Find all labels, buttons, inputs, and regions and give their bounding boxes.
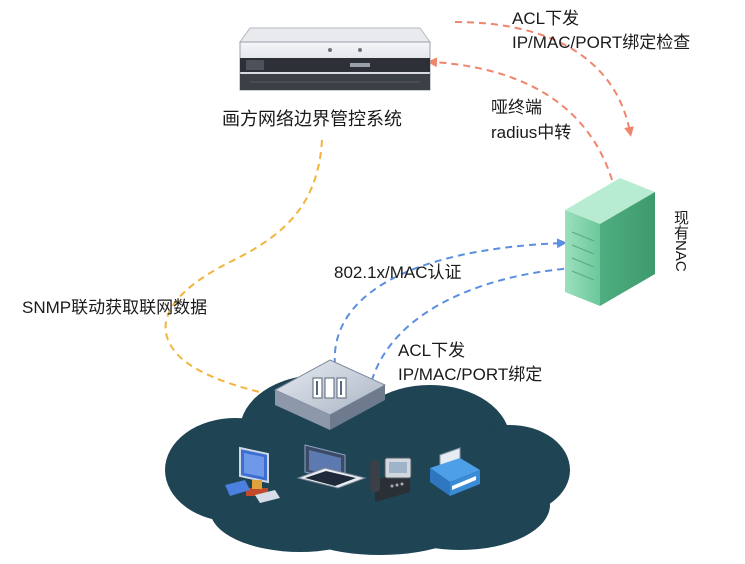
desktop-pc-icon xyxy=(225,446,280,503)
nac-tower-server-icon xyxy=(565,178,655,306)
printer-icon xyxy=(430,447,480,496)
nac-label: 现有NAC xyxy=(672,210,689,272)
acl-check-label-line1: ACL下发 xyxy=(512,9,580,28)
acl-check-label-line2: IP/MAC/PORT绑定检查 xyxy=(512,33,691,52)
auth-arrow xyxy=(333,238,567,366)
ip-phone-icon xyxy=(370,457,412,502)
radius-relay-arrow xyxy=(427,57,613,181)
radius-label-line1: 哑终端 xyxy=(491,98,542,117)
network-switch-icon xyxy=(273,359,387,430)
snmp-link-line xyxy=(164,139,323,401)
auth-label: 802.1x/MAC认证 xyxy=(334,263,462,282)
laptop-icon xyxy=(296,444,367,489)
server-label: 画方网络边界管控系统 xyxy=(222,109,402,129)
acl-bind-label-line1: ACL下发 xyxy=(398,341,466,360)
radius-label-line2: radius中转 xyxy=(491,123,572,142)
acl-check-arrow xyxy=(454,21,634,137)
acl-bind-arrow xyxy=(366,266,601,392)
snmp-label: SNMP联动获取联网数据 xyxy=(22,298,208,317)
rack-server-icon xyxy=(239,27,431,91)
acl-bind-label-line2: IP/MAC/PORT绑定 xyxy=(398,365,543,384)
